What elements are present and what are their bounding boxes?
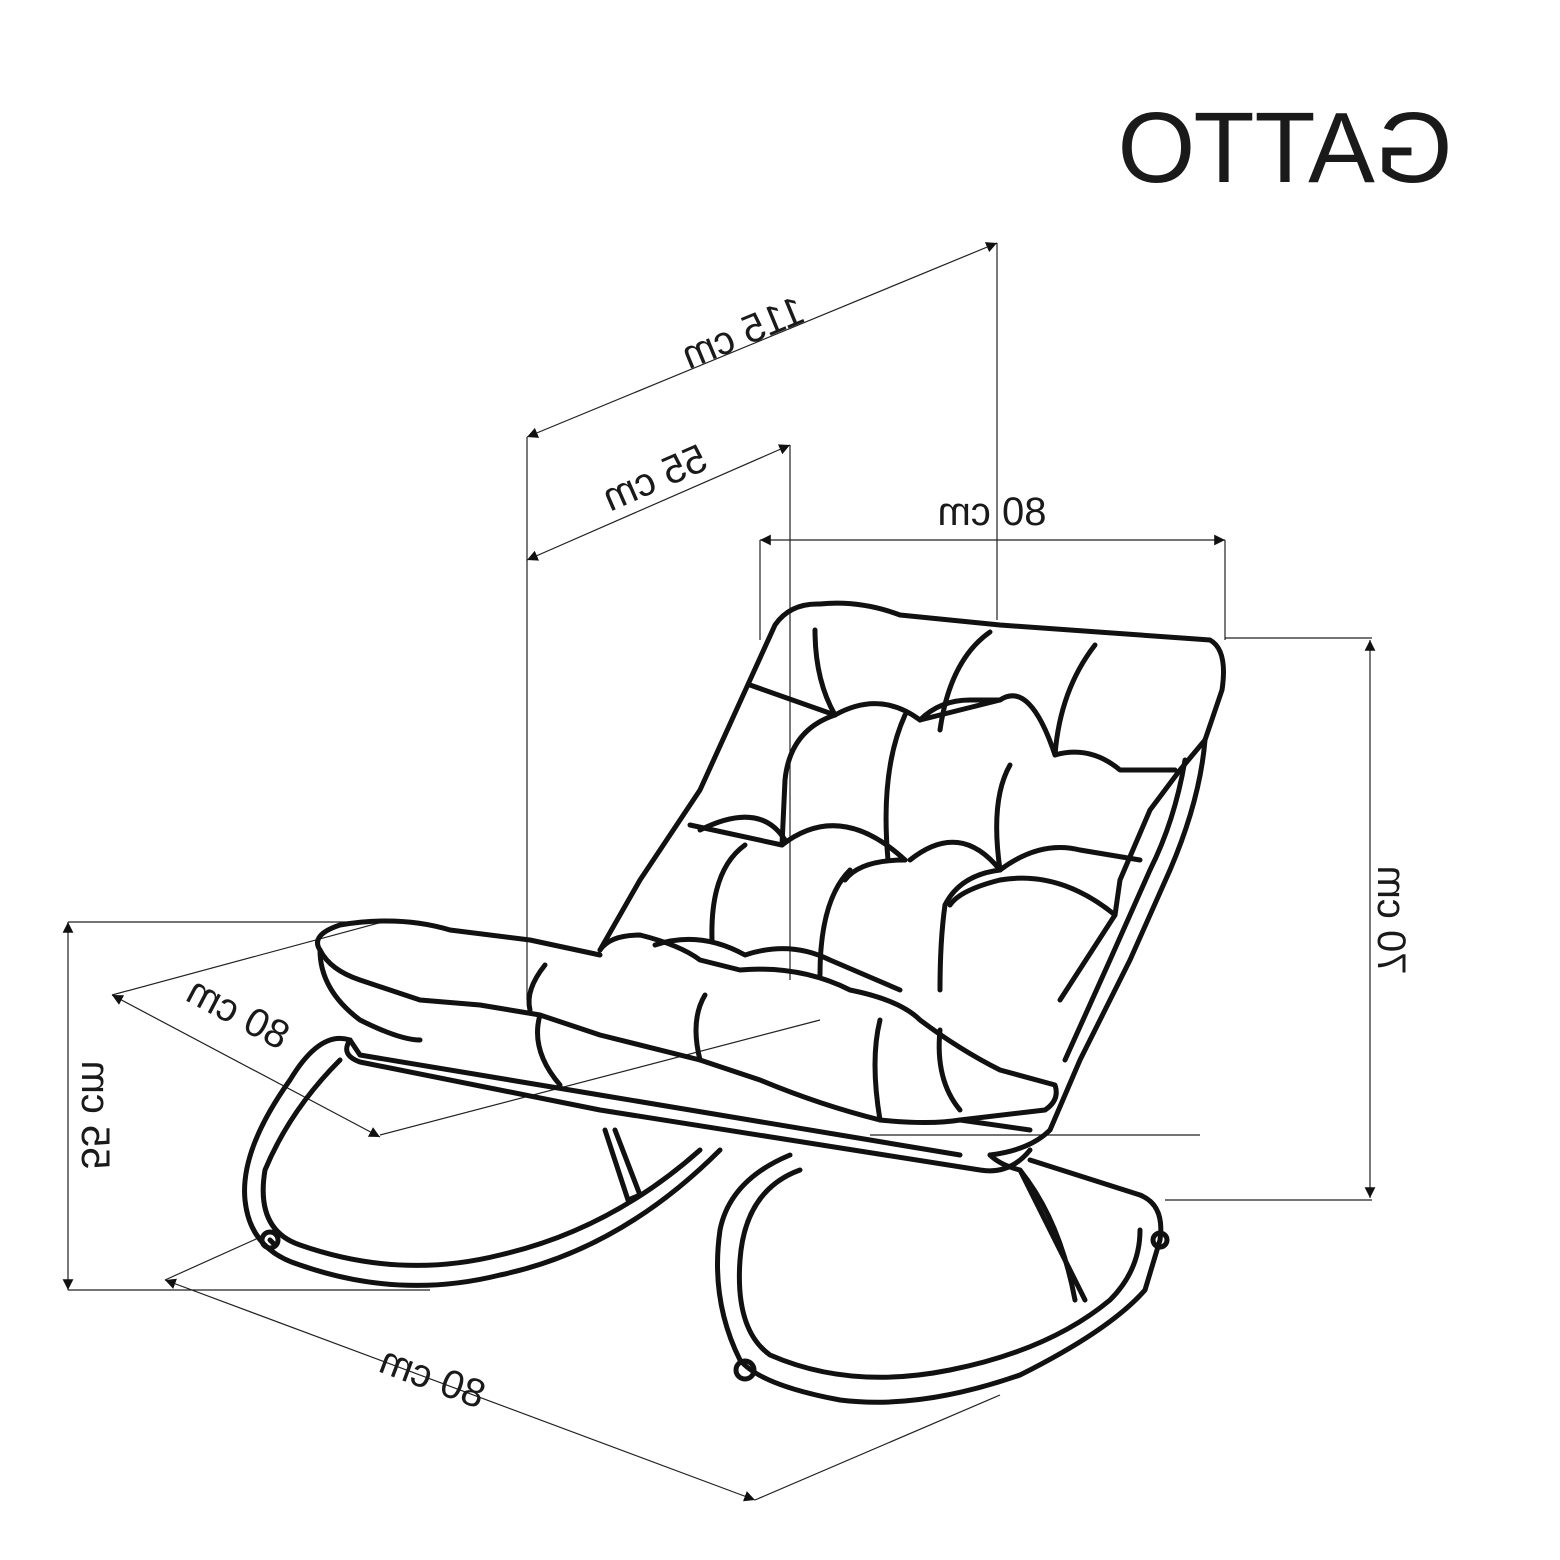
label-seat-height: 55 cm: [73, 1061, 117, 1170]
dimension-arrows: [62, 242, 1376, 1502]
dim-line-seat-depth: [526, 444, 791, 561]
chair-illustration: [242, 600, 1226, 1405]
dim-line-total-depth: [526, 242, 998, 438]
label-footrest-depth: 80 cm: [180, 969, 297, 1059]
label-base-length: 80 cm: [374, 1338, 491, 1417]
label-width-top: 80 cm: [938, 490, 1047, 534]
label-seat-depth: 55 cm: [596, 436, 713, 520]
product-title: GATTO: [1117, 92, 1452, 204]
dim-line-base-length: [164, 1278, 756, 1502]
label-height-back: 70 cm: [1369, 866, 1413, 975]
label-total-depth: 115 cm: [675, 288, 810, 378]
dim-line-footrest-depth: [111, 994, 381, 1138]
extension-lines: [68, 243, 1372, 1501]
